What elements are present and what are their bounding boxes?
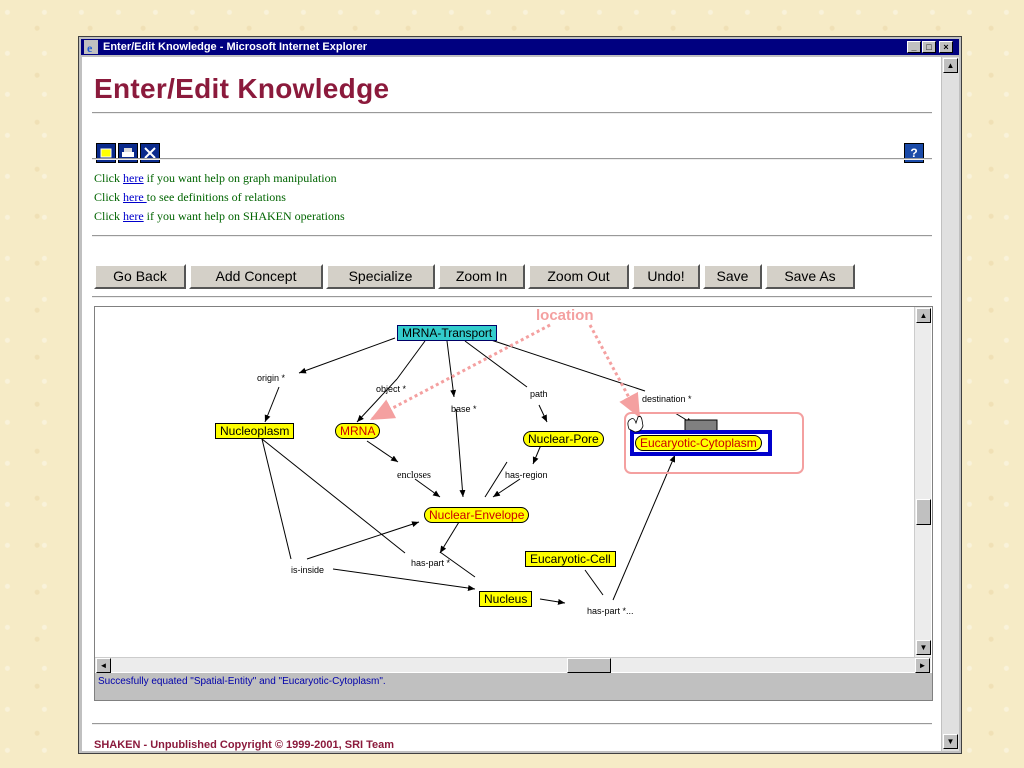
node-nucleoplasm[interactable]: Nucleoplasm [215, 423, 295, 439]
edge-label-origin: origin * [257, 373, 286, 383]
close-icon[interactable] [140, 143, 160, 163]
help-text: to see definitions of relations [146, 190, 286, 204]
node-nuclear-envelope[interactable]: Nuclear-Envelope [424, 507, 530, 523]
node-mrna[interactable]: MRNA [335, 423, 381, 439]
internet-explorer-icon: e [84, 40, 98, 54]
edge-label-object: object * [376, 384, 407, 394]
help-link-relations[interactable]: here [123, 190, 147, 204]
node-eucaryotic-cell[interactable]: Eucaryotic-Cell [525, 551, 616, 567]
node-nucleus[interactable]: Nucleus [479, 591, 533, 607]
print-icon[interactable] [118, 143, 138, 163]
graph-edges [261, 323, 804, 605]
save-as-button[interactable]: Save As [765, 264, 855, 289]
page-vertical-scrollbar[interactable]: ▲ ▼ [942, 57, 959, 751]
edge-label-destination: destination * [642, 394, 692, 404]
help-link-graph[interactable]: here [123, 171, 144, 185]
divider [92, 296, 932, 298]
scroll-thumb[interactable] [567, 658, 611, 673]
page-title: Enter/Edit Knowledge [94, 73, 390, 104]
edge-label-base: base * [451, 404, 477, 414]
scroll-up-icon[interactable]: ▲ [916, 308, 931, 323]
close-window-button[interactable]: × [939, 41, 953, 53]
help-link-shaken[interactable]: here [123, 209, 144, 223]
help-line-shaken: Click here if you want help on SHAKEN op… [94, 209, 345, 224]
node-mrna-transport[interactable]: MRNA-Transport [397, 325, 498, 341]
scroll-left-icon[interactable]: ◄ [96, 658, 111, 673]
specialize-button[interactable]: Specialize [326, 264, 435, 289]
help-text: if you want help on SHAKEN operations [143, 209, 345, 223]
divider [92, 112, 932, 114]
node-eucaryotic-cytoplasm[interactable]: Eucaryotic-Cytoplasm [635, 435, 762, 451]
divider [92, 235, 932, 237]
edge-label-encloses: encloses [397, 470, 431, 481]
scroll-right-icon[interactable]: ► [915, 658, 930, 673]
edge-label-has-part: has-part * [411, 558, 451, 568]
graph-vertical-scrollbar[interactable]: ▲ ▼ [914, 307, 931, 657]
title-bar: e Enter/Edit Knowledge - Microsoft Inter… [81, 39, 959, 55]
scroll-down-icon[interactable]: ▼ [943, 734, 958, 749]
edge-label-has-region: has-region [505, 470, 548, 480]
location-annotation: location [536, 307, 594, 324]
page-content: Enter/Edit Knowledge ? Click here if you… [82, 57, 941, 751]
copyright-footer: SHAKEN - Unpublished Copyright © 1999-20… [94, 739, 395, 751]
scroll-thumb[interactable] [916, 499, 931, 525]
scroll-up-icon[interactable]: ▲ [943, 58, 958, 73]
browser-window: e Enter/Edit Knowledge - Microsoft Inter… [78, 36, 962, 754]
svg-text:e: e [87, 41, 93, 54]
minimize-button[interactable]: _ [907, 41, 921, 53]
add-concept-button[interactable]: Add Concept [189, 264, 323, 289]
help-text: Click [94, 190, 123, 204]
node-nuclear-pore[interactable]: Nuclear-Pore [523, 431, 604, 447]
maximize-button[interactable]: □ [922, 41, 936, 53]
graph-panel: location MRNA-Transport Nucleoplasm MRNA… [94, 306, 933, 701]
help-icon[interactable]: ? [904, 143, 924, 163]
status-message: Succesfully equated "Spatial-Entity" and… [95, 673, 932, 700]
new-icon[interactable] [96, 143, 116, 163]
edge-label-is-inside: is-inside [291, 565, 325, 575]
edge-label-has-part-more: has-part *... [587, 606, 634, 616]
divider [92, 158, 932, 160]
help-text: Click [94, 171, 123, 185]
help-text: Click [94, 209, 123, 223]
save-button[interactable]: Save [703, 264, 762, 289]
window-title: Enter/Edit Knowledge - Microsoft Interne… [103, 41, 368, 53]
go-back-button[interactable]: Go Back [94, 264, 186, 289]
graph-canvas[interactable]: location MRNA-Transport Nucleoplasm MRNA… [95, 307, 914, 657]
help-line-relations: Click here to see definitions of relatio… [94, 190, 286, 205]
scroll-down-icon[interactable]: ▼ [916, 640, 931, 655]
zoom-out-button[interactable]: Zoom Out [528, 264, 629, 289]
undo-button[interactable]: Undo! [632, 264, 700, 289]
help-text: if you want help on graph manipulation [143, 171, 337, 185]
divider [92, 723, 932, 725]
zoom-in-button[interactable]: Zoom In [438, 264, 525, 289]
edge-label-path: path [530, 389, 548, 399]
graph-horizontal-scrollbar[interactable]: ◄ ► [95, 657, 931, 673]
help-line-graph: Click here if you want help on graph man… [94, 171, 337, 186]
